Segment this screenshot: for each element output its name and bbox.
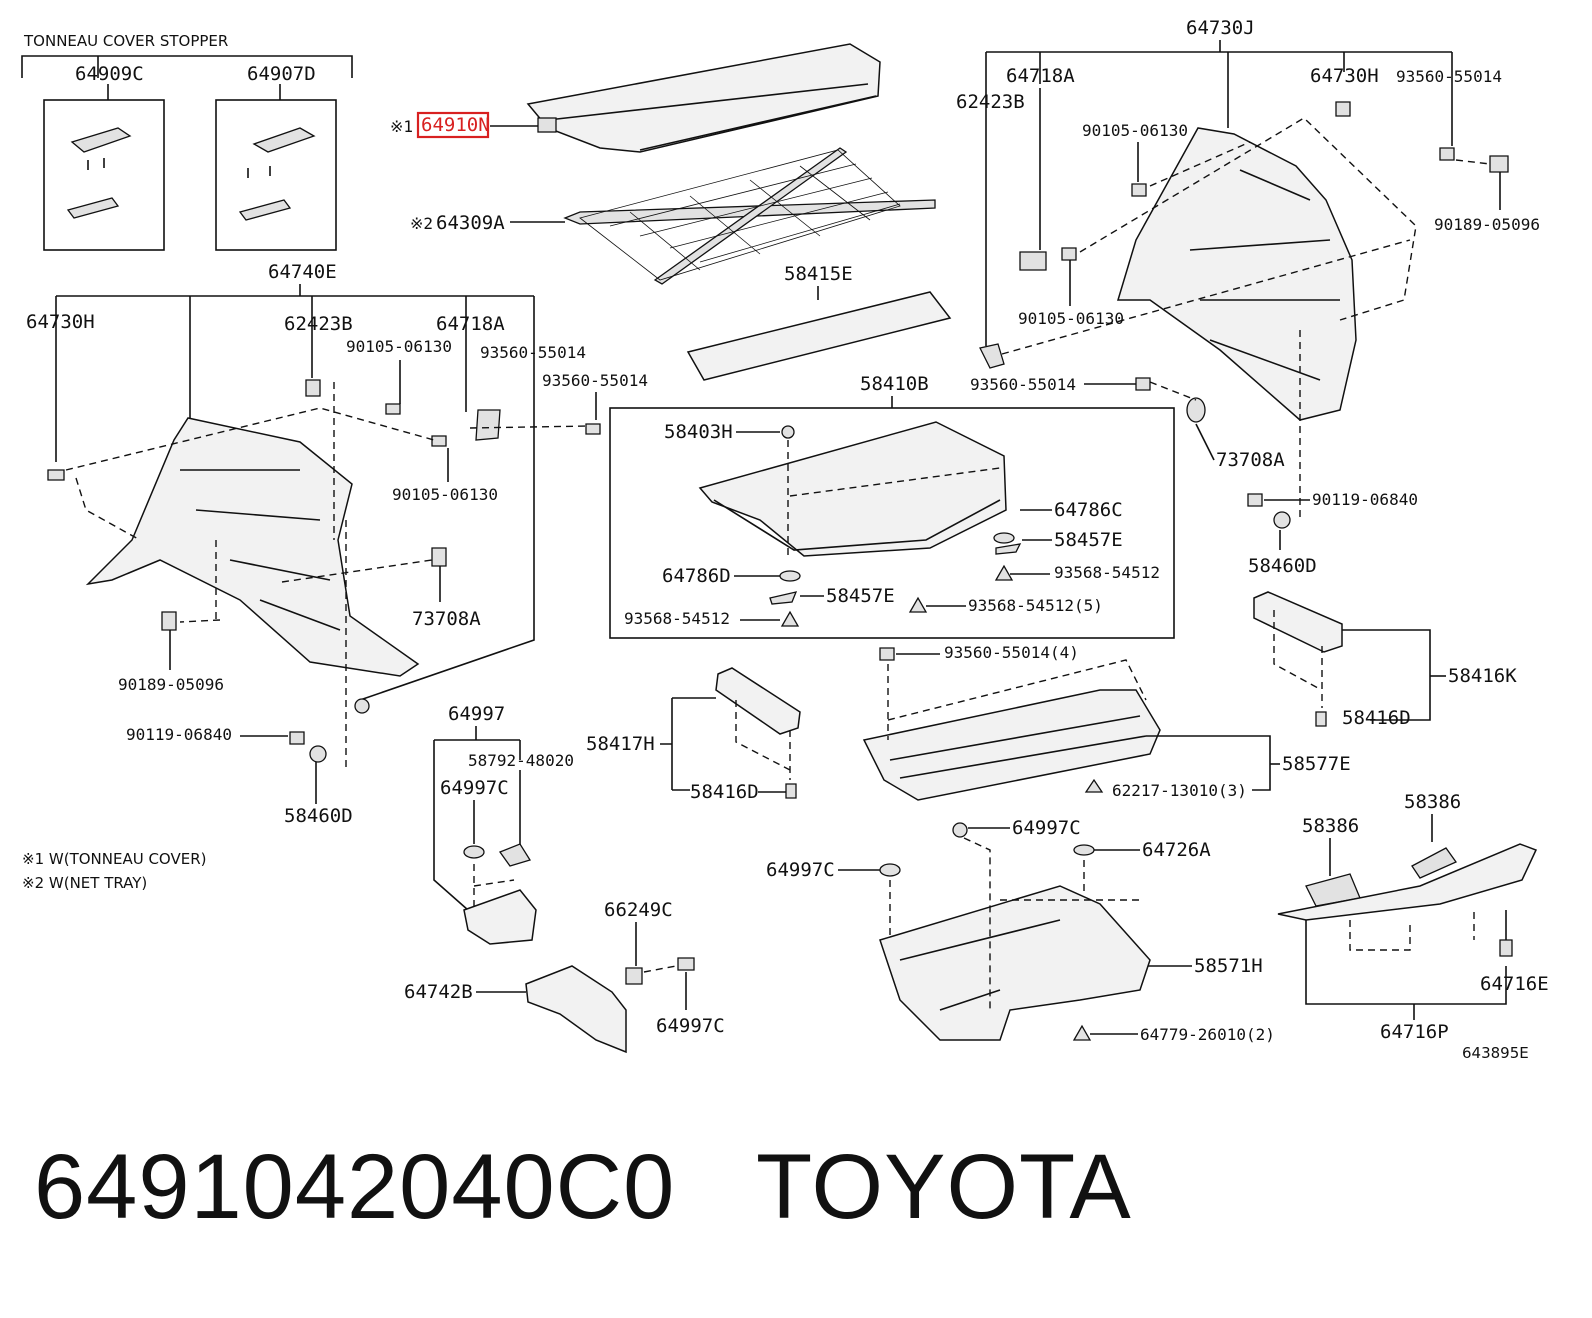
label-64716E[interactable]: 64716E — [1480, 973, 1549, 995]
part-64309A-net — [563, 147, 936, 285]
label-64309A-prefix: ※2 — [410, 214, 433, 233]
note-tonneau-cover: ※1 W(TONNEAU COVER) — [22, 850, 207, 868]
label-58457E-left[interactable]: 58457E — [826, 585, 895, 607]
label-58460D-left[interactable]: 58460D — [284, 805, 353, 827]
label-58792[interactable]: 58792-48020 — [468, 751, 574, 770]
label-90105-left-2[interactable]: 90105-06130 — [392, 485, 498, 504]
part-64997-bracket — [463, 889, 537, 945]
part-box-64909C — [43, 99, 165, 251]
label-58571H[interactable]: 58571H — [1194, 955, 1263, 977]
label-64718A-right[interactable]: 64718A — [1006, 65, 1075, 87]
label-64716P[interactable]: 64716P — [1380, 1021, 1449, 1043]
label-93568-5[interactable]: 93568-54512(5) — [968, 596, 1103, 615]
left-fasteners — [47, 379, 601, 763]
highlight-64910N — [416, 111, 490, 139]
label-64909C[interactable]: 64909C — [75, 63, 144, 85]
part-58386-vent-b — [1411, 847, 1457, 879]
box-58410B — [609, 407, 1175, 639]
part-box-64907D — [215, 99, 337, 251]
part-58577E-panel — [862, 689, 1161, 801]
note-net-tray: ※2 W(NET TRAY) — [22, 874, 147, 892]
label-93560-left-2[interactable]: 93560-55014 — [542, 371, 648, 390]
label-64997C-d[interactable]: 64997C — [766, 859, 835, 881]
part-58415E-board — [686, 291, 952, 381]
part-58416K-box — [1253, 591, 1343, 653]
label-90119-left[interactable]: 90119-06840 — [126, 725, 232, 744]
part-58417H-tray — [715, 667, 801, 735]
part-64730J-right-trim — [1116, 127, 1357, 421]
label-90189-left[interactable]: 90189-05096 — [118, 675, 224, 694]
label-64730J[interactable]: 64730J — [1186, 17, 1255, 39]
label-90105-left-1[interactable]: 90105-06130 — [346, 337, 452, 356]
right-fasteners — [979, 101, 1509, 529]
label-64910N[interactable]: 64910N — [421, 114, 490, 136]
footer-brand: TOYOTA — [756, 1136, 1132, 1238]
label-73708A-left[interactable]: 73708A — [412, 608, 481, 630]
label-62217[interactable]: 62217-13010(3) — [1112, 781, 1247, 800]
part-58571H-tray — [879, 885, 1151, 1041]
label-90105-right-1[interactable]: 90105-06130 — [1082, 121, 1188, 140]
label-58417H[interactable]: 58417H — [586, 733, 655, 755]
label-64726A[interactable]: 64726A — [1142, 839, 1211, 861]
part-64910N-tonneau-cover — [526, 43, 881, 153]
label-93568-left[interactable]: 93568-54512 — [624, 609, 730, 628]
label-58457E-right[interactable]: 58457E — [1054, 529, 1123, 551]
label-58415E[interactable]: 58415E — [784, 263, 853, 285]
part-64716P-scuff-plate — [1277, 843, 1538, 921]
label-73708A-right[interactable]: 73708A — [1216, 449, 1285, 471]
label-62423B-right[interactable]: 62423B — [956, 91, 1025, 113]
label-58460D-right[interactable]: 58460D — [1248, 555, 1317, 577]
label-58386-b[interactable]: 58386 — [1404, 791, 1461, 813]
label-93560-right-1[interactable]: 93560-55014 — [1396, 67, 1502, 86]
label-90189-right[interactable]: 90189-05096 — [1434, 215, 1540, 234]
label-66249C[interactable]: 66249C — [604, 899, 673, 921]
part-64740E-left-trim — [85, 417, 420, 677]
label-58416K[interactable]: 58416K — [1448, 665, 1517, 687]
label-64997[interactable]: 64997 — [448, 703, 505, 725]
label-58416D-mid[interactable]: 58416D — [690, 781, 759, 803]
label-93560-right-2[interactable]: 93560-55014 — [970, 375, 1076, 394]
label-90105-right-2[interactable]: 90105-06130 — [1018, 309, 1124, 328]
label-64730H-left[interactable]: 64730H — [26, 311, 95, 333]
label-64997C-c[interactable]: 64997C — [1012, 817, 1081, 839]
tonneau-stopper-group-label: TONNEAU COVER STOPPER — [23, 32, 228, 50]
label-64786D[interactable]: 64786D — [662, 565, 731, 587]
label-64309A[interactable]: 64309A — [436, 212, 505, 234]
label-64740E[interactable]: 64740E — [268, 261, 337, 283]
label-64730H-right[interactable]: 64730H — [1310, 65, 1379, 87]
part-64742B-bracket — [525, 965, 627, 1054]
label-64786C[interactable]: 64786C — [1054, 499, 1123, 521]
label-64742B[interactable]: 64742B — [404, 981, 473, 1003]
label-64779[interactable]: 64779-26010(2) — [1140, 1025, 1275, 1044]
footer-part-number: 6491042040C0 — [34, 1136, 676, 1238]
label-62423B-left[interactable]: 62423B — [284, 313, 353, 335]
label-64907D[interactable]: 64907D — [247, 63, 316, 85]
label-93560-4[interactable]: 93560-55014(4) — [944, 643, 1079, 662]
label-90119-right[interactable]: 90119-06840 — [1312, 490, 1418, 509]
part-64907D-drawing — [238, 127, 316, 221]
label-64997C-b[interactable]: 64997C — [656, 1015, 725, 1037]
label-64910N-prefix: ※1 — [390, 117, 413, 136]
label-93568-right[interactable]: 93568-54512 — [1054, 563, 1160, 582]
part-64909C-drawing — [66, 127, 132, 219]
part-58410B-deck-board — [698, 421, 1007, 557]
label-58410B[interactable]: 58410B — [860, 373, 929, 395]
label-93560-left-1[interactable]: 93560-55014 — [480, 343, 586, 362]
label-58403H[interactable]: 58403H — [664, 421, 733, 443]
label-64718A-left[interactable]: 64718A — [436, 313, 505, 335]
label-58416D-right[interactable]: 58416D — [1342, 707, 1411, 729]
label-58577E[interactable]: 58577E — [1282, 753, 1351, 775]
label-64997C-a[interactable]: 64997C — [440, 777, 509, 799]
diagram-code: 643895E — [1462, 1044, 1529, 1062]
label-58386-a[interactable]: 58386 — [1302, 815, 1359, 837]
